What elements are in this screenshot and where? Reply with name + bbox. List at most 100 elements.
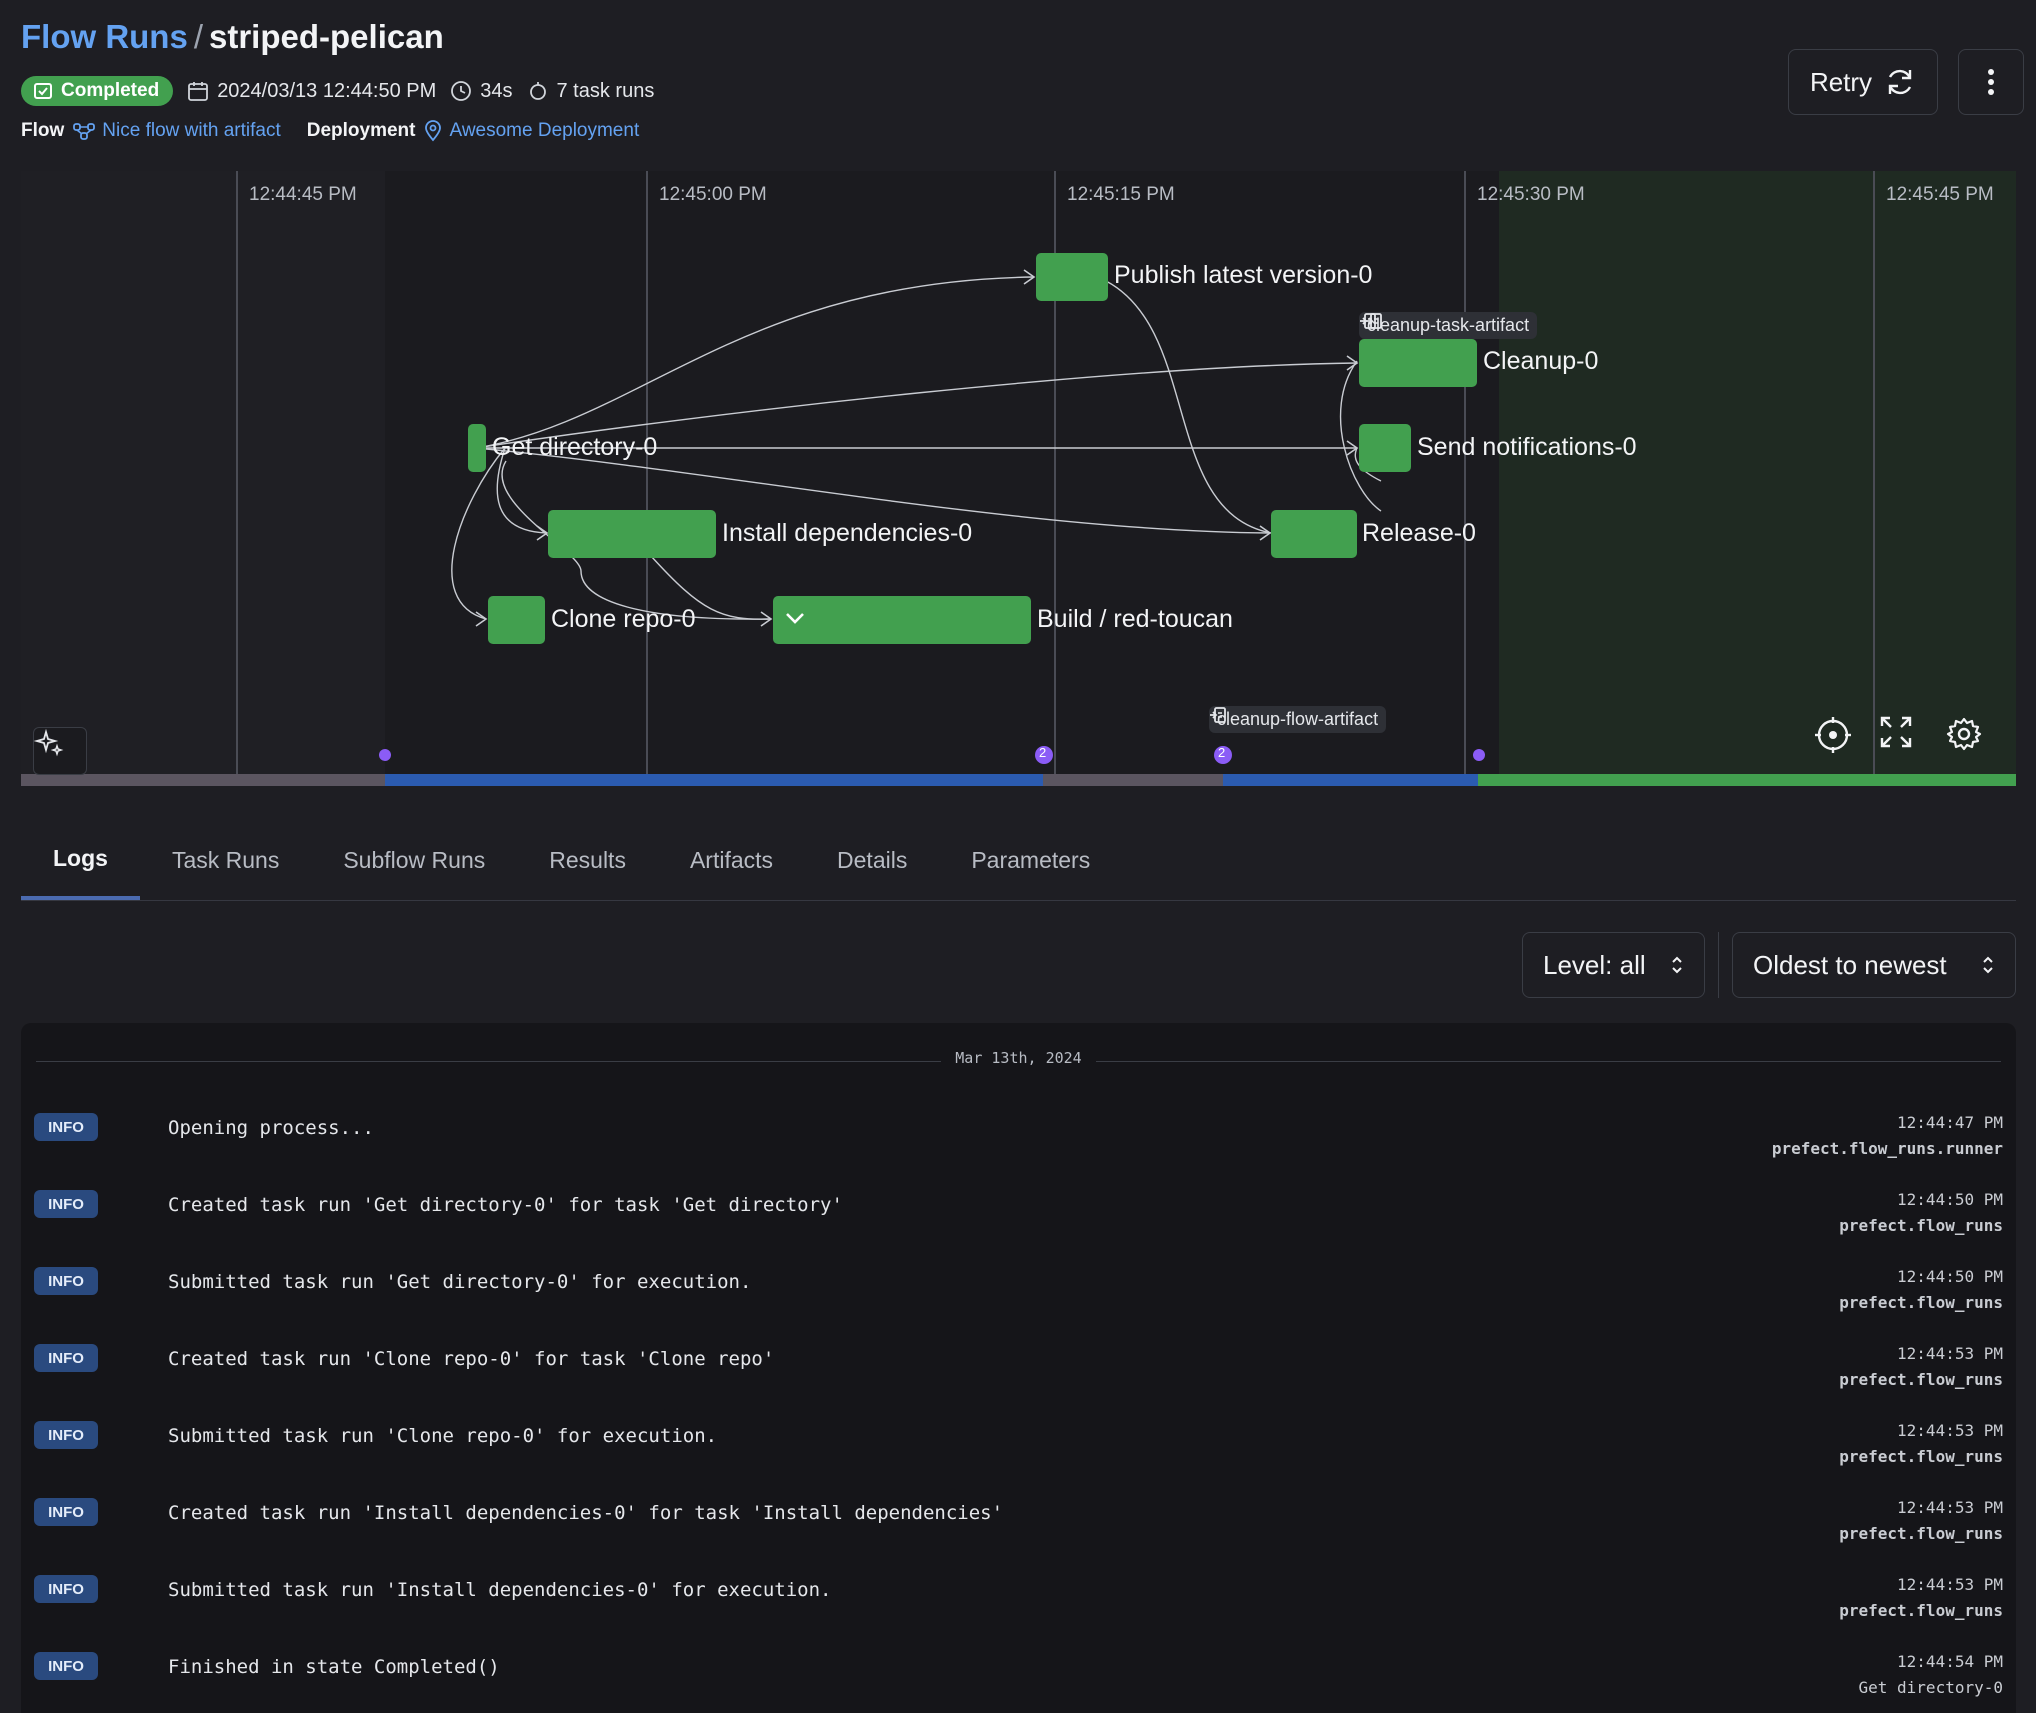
log-row: INFO Created task run 'Install dependenc… [21, 1498, 2016, 1575]
tab-details[interactable]: Details [837, 846, 908, 873]
node-release[interactable]: Release-0 [1362, 519, 1476, 547]
tab-logs[interactable]: Logs [21, 820, 140, 900]
deployment-link[interactable]: Awesome Deployment [423, 120, 639, 142]
log-level-badge: INFO [34, 1575, 98, 1603]
duration: 34s [450, 80, 513, 103]
log-level-badge: INFO [34, 1652, 98, 1680]
log-time: 12:44:47 PM [1897, 1113, 2003, 1132]
log-source: prefect.flow_runs [1839, 1601, 2003, 1620]
dependency-edges [451, 276, 1382, 620]
flow-run-timeline[interactable]: 12:44:45 PM 12:45:00 PM 12:45:15 PM 12:4… [21, 171, 2016, 786]
artifact-icon [1366, 313, 1382, 329]
log-panel[interactable]: Mar 13th, 2024 INFO Opening process... 1… [21, 1023, 2016, 1713]
log-source: prefect.flow_runs [1839, 1370, 2003, 1389]
node-clone-repo[interactable]: Clone repo-0 [551, 605, 696, 633]
recenter-button[interactable] [1813, 715, 1865, 767]
axis-label: 12:45:45 PM [1886, 184, 1994, 205]
node-build-bar [773, 596, 1031, 644]
retry-button[interactable]: Retry [1788, 49, 1938, 115]
node-clone-repo-bar [488, 596, 545, 644]
log-level-badge: INFO [34, 1498, 98, 1526]
clock-icon [451, 81, 472, 101]
event-count[interactable]: 2 [1039, 745, 1047, 760]
node-publish-bar [1036, 253, 1108, 301]
node-get-directory[interactable]: Get directory-0 [492, 433, 658, 461]
log-level-badge: INFO [34, 1113, 98, 1141]
log-message: Opening process... [168, 1117, 374, 1139]
sparkles-icon [34, 728, 64, 757]
artifact-name: cleanup-flow-artifact [1217, 709, 1379, 729]
log-level-badge: INFO [34, 1267, 98, 1295]
tab-subflow-runs[interactable]: Subflow Runs [343, 846, 486, 873]
chevron-updown-icon [1672, 956, 1682, 974]
log-date-text: Mar 13th, 2024 [941, 1049, 1096, 1067]
log-order-value: Oldest to newest [1753, 949, 1947, 980]
chevron-down-icon [786, 613, 804, 624]
flow-link[interactable]: Nice flow with artifact [72, 120, 281, 142]
log-message: Finished in state Completed() [168, 1656, 500, 1678]
node-cleanup[interactable]: Cleanup-0 [1483, 347, 1599, 375]
flow-label: Flow [21, 120, 65, 141]
expand-icon [1880, 716, 1912, 748]
tab-parameters[interactable]: Parameters [971, 846, 1091, 873]
log-row: INFO Opening process... 12:44:47 PM pref… [21, 1113, 2016, 1190]
log-time: 12:44:50 PM [1897, 1267, 2003, 1286]
cleanup-flow-artifact[interactable]: cleanup-flow-artifact [1209, 706, 1387, 733]
timeline-settings-button[interactable] [1945, 715, 1997, 767]
vertical-dots-icon [1988, 69, 1994, 95]
task-runs-text: 7 task runs [556, 79, 655, 102]
status-text: Completed [61, 80, 160, 101]
log-row: INFO Finished in state Completed() 12:44… [21, 1652, 2016, 1713]
log-level-badge: INFO [34, 1190, 98, 1218]
fullscreen-button[interactable] [1879, 715, 1931, 767]
log-level-value: Level: all [1543, 949, 1646, 980]
log-time: 12:44:53 PM [1897, 1344, 2003, 1363]
tab-task-runs[interactable]: Task Runs [171, 846, 280, 873]
chevron-updown-icon [1983, 956, 1993, 974]
log-source: prefect.flow_runs [1839, 1447, 2003, 1466]
more-options-button[interactable] [1958, 49, 2024, 115]
detail-tabs: Logs Task Runs Subflow Runs Results Arti… [21, 820, 2016, 901]
check-square-icon [34, 83, 52, 99]
node-install-dependencies-bar [548, 510, 716, 558]
log-source: prefect.flow_runs [1839, 1216, 2003, 1235]
cleanup-task-artifact[interactable]: cleanup-task-artifact [1359, 312, 1538, 339]
node-publish-latest-version[interactable]: Publish latest version-0 [1114, 261, 1373, 289]
refresh-icon [1888, 69, 1912, 95]
node-install-dependencies[interactable]: Install dependencies-0 [722, 519, 973, 547]
node-cleanup-bar [1359, 339, 1477, 387]
sparkle-button[interactable] [33, 727, 87, 775]
event-markers [379, 746, 1485, 764]
log-message: Submitted task run 'Clone repo-0' for ex… [168, 1425, 718, 1447]
log-row: INFO Submitted task run 'Clone repo-0' f… [21, 1421, 2016, 1498]
flow-icon [73, 123, 96, 140]
log-time: 12:44:50 PM [1897, 1190, 2003, 1209]
log-date: Mar 13th, 2024 [21, 1049, 2016, 1068]
log-time: 12:44:54 PM [1897, 1652, 2003, 1671]
flow-run-name: striped-pelican [209, 18, 444, 55]
deployment-name: Awesome Deployment [449, 120, 640, 141]
log-row: INFO Submitted task run 'Install depende… [21, 1575, 2016, 1652]
event-count[interactable]: 2 [1218, 745, 1226, 760]
log-row: INFO Created task run 'Get directory-0' … [21, 1190, 2016, 1267]
tab-artifacts[interactable]: Artifacts [689, 846, 774, 873]
log-message: Submitted task run 'Install dependencies… [168, 1579, 832, 1601]
flow-deployment-line: Flow Nice flow with artifact Deployment … [21, 120, 665, 142]
node-release-bar [1271, 510, 1357, 558]
node-send-notifications[interactable]: Send notifications-0 [1417, 433, 1637, 461]
tab-results[interactable]: Results [549, 846, 626, 873]
log-source: prefect.flow_runs [1839, 1524, 2003, 1543]
node-build-subflow[interactable]: Build / red-toucan [1037, 605, 1233, 633]
breadcrumb-flow-runs[interactable]: Flow Runs [21, 18, 188, 55]
log-level-select[interactable]: Level: all [1522, 932, 1705, 998]
log-message: Created task run 'Install dependencies-0… [168, 1502, 1004, 1524]
node-get-directory-bar [468, 424, 486, 472]
flow-name: Nice flow with artifact [102, 120, 281, 141]
log-source: prefect.flow_runs [1839, 1293, 2003, 1312]
log-time: 12:44:53 PM [1897, 1421, 2003, 1440]
log-source: prefect.flow_runs.runner [1771, 1139, 2003, 1158]
log-source: Get directory-0 [1858, 1678, 2004, 1697]
status-badge: Completed [21, 76, 174, 106]
log-order-select[interactable]: Oldest to newest [1732, 932, 2016, 998]
axis-label: 12:45:30 PM [1477, 184, 1585, 205]
